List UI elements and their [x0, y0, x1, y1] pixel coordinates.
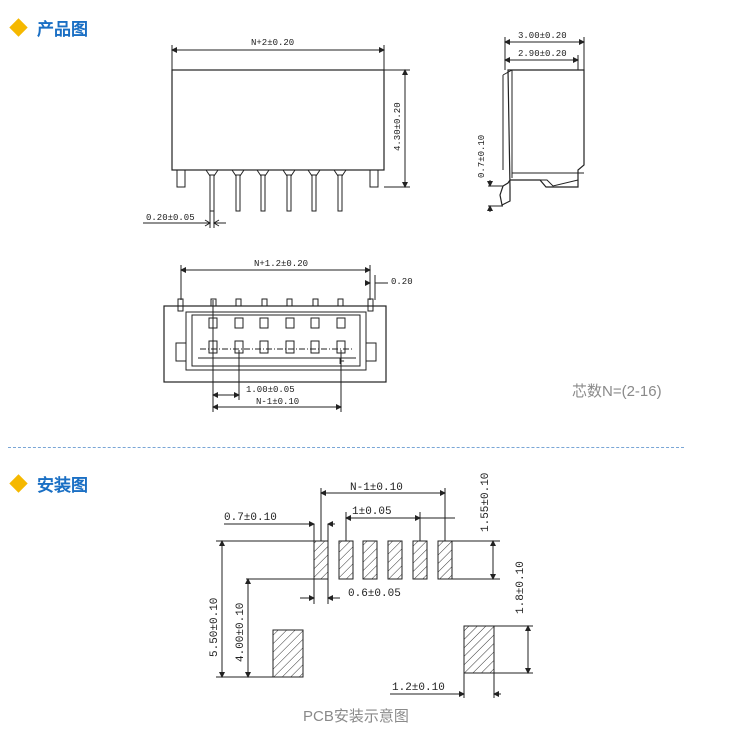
pcb-dim-anchor-height: 4.00±0.10 [235, 603, 247, 662]
dim-height: 4.30±0.20 [393, 102, 403, 151]
dim-side-depth-inner: 2.90±0.20 [518, 49, 567, 59]
anchor-pad-left [272, 629, 304, 678]
side-profile [499, 69, 585, 206]
top-pin-row [208, 298, 346, 354]
dim-bottom-width: N+1.2±0.20 [254, 259, 308, 269]
signal-pads [313, 540, 453, 580]
pcb-caption: PCB安装示意图 [303, 708, 409, 725]
left-lock [175, 342, 187, 362]
pcb-dim-total-height: 5.50±0.10 [209, 598, 221, 657]
front-view [143, 45, 410, 228]
right-lock [365, 342, 377, 362]
dim-pin-width: 0.20±0.05 [146, 213, 195, 223]
pcb-dim-pitch: 1±0.05 [352, 506, 392, 518]
dim-pitch: 1.00±0.05 [246, 385, 295, 395]
pcb-dim-anchor-pad-height: 1.8±0.10 [515, 561, 527, 614]
dim-pin-span: N-1±0.10 [256, 397, 299, 407]
product-title-text: 产品图 [37, 20, 88, 39]
pcb-layout [216, 488, 533, 698]
pcb-dim-pad-height: 1.55±0.10 [480, 473, 492, 532]
side-leg-left [176, 169, 186, 188]
install-title-text: 安装图 [37, 476, 88, 495]
dim-side-depth-outer: 3.00±0.20 [518, 31, 567, 41]
pcb-dim-pin-span: N-1±0.10 [350, 482, 403, 494]
top-view [163, 265, 388, 412]
connector-body [171, 69, 385, 171]
dim-bottom-side: 0.20 [391, 277, 413, 287]
pcb-dim-pad-offset: 0.7±0.10 [224, 512, 277, 524]
dim-width: N+2±0.20 [251, 38, 294, 48]
pcb-dim-pad-width: 0.6±0.05 [348, 588, 401, 600]
install-section-title: 安装图 [8, 471, 88, 496]
pin1-mark: F [339, 356, 345, 366]
product-section-title: 产品图 [8, 15, 88, 40]
dim-side-offset: 0.7±0.10 [477, 135, 487, 178]
section-divider [8, 447, 684, 448]
top-body-outline [163, 305, 387, 383]
side-leg-right [369, 169, 379, 188]
side-view [487, 37, 585, 212]
pin-group [205, 169, 347, 212]
pcb-dim-anchor-pad-width: 1.2±0.10 [392, 682, 445, 694]
anchor-pad-right [463, 625, 495, 674]
pin-range-caption: 芯数N=(2-16) [572, 383, 662, 400]
